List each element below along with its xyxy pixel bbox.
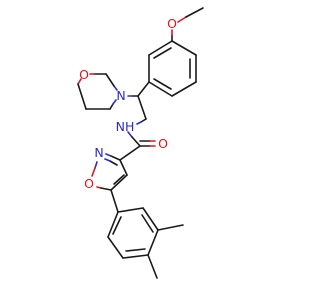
- bond: [171, 40, 197, 56]
- bond: [153, 47, 172, 59]
- bond: [112, 216, 122, 235]
- bond: [109, 160, 118, 166]
- bond: [107, 236, 124, 259]
- bond: [110, 189, 119, 213]
- bond: [142, 207, 159, 231]
- isoxazole-oxygen-label: O: [84, 176, 94, 191]
- bond: [177, 16, 187, 23]
- bond: [105, 153, 112, 157]
- bond: [110, 174, 128, 191]
- bond: [107, 211, 119, 238]
- bond: [77, 78, 82, 85]
- bond: [113, 85, 118, 91]
- bond: [147, 229, 159, 256]
- bond: [117, 207, 144, 213]
- morpholine-ring: N O: [77, 67, 126, 110]
- bond: [131, 136, 141, 147]
- bond: [100, 187, 112, 191]
- methoxyphenyl-ring: [148, 40, 197, 97]
- bond: [77, 83, 87, 110]
- bond: [113, 174, 125, 185]
- amide-group: NH O: [116, 118, 168, 151]
- morpholine-oxygen-label: O: [79, 67, 89, 82]
- bond: [136, 121, 142, 125]
- bond: [137, 81, 150, 97]
- methoxy-oxygen-label: O: [167, 16, 177, 31]
- bond: [110, 155, 121, 161]
- bond: [141, 214, 154, 233]
- amide-nh-label: NH: [116, 119, 135, 134]
- bond: [94, 161, 98, 169]
- bond: [148, 81, 173, 97]
- bond: [127, 131, 133, 138]
- isoxazole-nitrogen-label: N: [94, 145, 103, 160]
- bond: [185, 7, 204, 18]
- bond: [112, 99, 117, 105]
- bond: [119, 145, 141, 161]
- amide-oxygen-label: O: [158, 136, 168, 151]
- molecule-canvas: O N O NH O: [77, 7, 204, 279]
- bond: [105, 73, 115, 87]
- bond: [119, 159, 128, 176]
- methyl-bond: [147, 254, 158, 279]
- bond: [91, 167, 96, 177]
- molecule-structure: O N O NH O: [77, 7, 204, 279]
- bond: [104, 158, 111, 162]
- bond: [153, 78, 172, 90]
- bond: [171, 81, 197, 97]
- bond: [137, 95, 147, 120]
- bond: [148, 40, 173, 56]
- dimethylphenyl-ring: [107, 189, 184, 279]
- bond: [109, 103, 114, 110]
- bond: [140, 118, 147, 123]
- morpholine-nitrogen-label: N: [116, 88, 125, 103]
- methoxy-group: O: [167, 7, 204, 42]
- ethyl-linker: [127, 81, 150, 120]
- bond: [122, 254, 149, 259]
- isoxazole-ring: N O: [84, 145, 141, 191]
- bond: [125, 248, 146, 252]
- methyl-bond: [157, 224, 184, 231]
